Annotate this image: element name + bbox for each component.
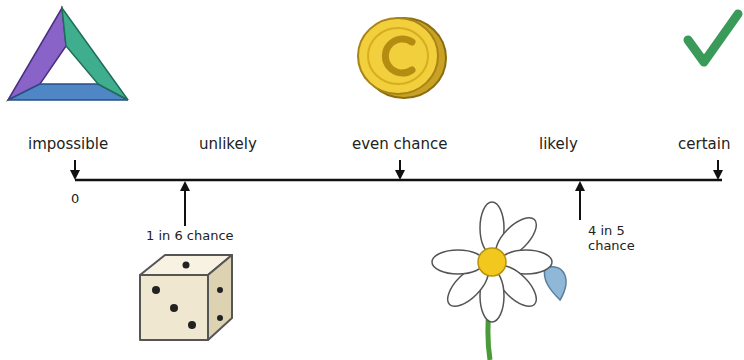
leader-arrow — [74, 160, 76, 178]
number-line — [75, 179, 722, 182]
leader-arrow — [579, 183, 581, 220]
scale-label: impossible — [28, 136, 108, 153]
check-mark — [688, 14, 738, 62]
coin — [358, 18, 446, 98]
leader-arrow — [184, 183, 186, 226]
scale-value: 0 — [71, 192, 79, 207]
scale-label: even chance — [352, 136, 448, 153]
leader-arrow — [717, 160, 719, 178]
scale-label: unlikely — [199, 136, 257, 153]
flower — [432, 202, 566, 360]
chance-label: 1 in 6 chance — [146, 229, 234, 244]
die — [140, 255, 232, 340]
scale-label: likely — [539, 136, 578, 153]
leader-arrow — [399, 160, 401, 178]
chance-label: 4 in 5 chance — [588, 224, 646, 254]
impossible-triangle — [8, 8, 128, 100]
scale-label: certain — [678, 136, 730, 153]
